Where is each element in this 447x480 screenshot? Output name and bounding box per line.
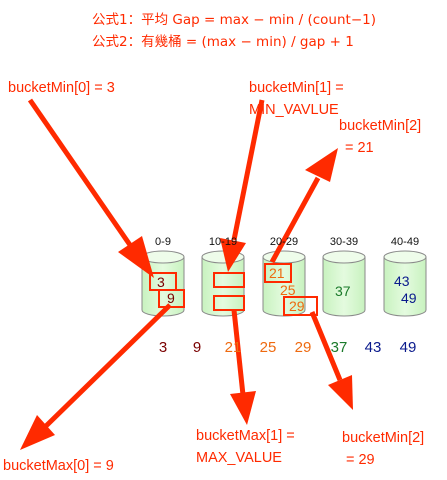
arrow-max-2	[309, 311, 353, 410]
arrow-max-0	[20, 303, 172, 450]
bucket-0-value-0: 3	[157, 274, 165, 290]
highlight-box-max-1	[213, 295, 245, 311]
bucket-2-value-0: 21	[269, 265, 285, 281]
sorted-value: 9	[192, 339, 202, 356]
bucket-2-value-1: 25	[280, 282, 296, 298]
highlight-box-min-2	[264, 263, 292, 283]
sorted-value: 21	[224, 339, 242, 356]
arrow-max-1	[230, 309, 256, 425]
arrow-min-1	[220, 99, 265, 272]
bucket-range-2: 20-29	[269, 236, 299, 248]
sorted-value: 25	[259, 339, 277, 356]
label-bucket-min-1-line1: bucketMin[1] =	[249, 80, 344, 96]
bucket-range-3: 30-39	[329, 236, 359, 248]
highlight-box-min-1	[213, 272, 245, 288]
bucket-range-0: 0-9	[155, 236, 171, 248]
bucket-4-value-0: 43	[394, 273, 410, 289]
bucket-range-1: 10-19	[208, 236, 238, 248]
formula-average-gap: 公式1：平均 Gap = max − min / (count−1)	[92, 12, 376, 28]
label-bucket-min-0: bucketMin[0] = 3	[8, 80, 115, 96]
sorted-value: 29	[294, 339, 312, 356]
bucket-4-value-1: 49	[401, 290, 417, 306]
bucket-2-value-2: 29	[289, 298, 305, 314]
bucket-0-value-1: 9	[167, 290, 175, 306]
label-bucket-min-2-line1: bucketMin[2]	[339, 118, 422, 134]
formula-bucket-count: 公式2：有幾桶 = (max − min) / gap + 1	[92, 34, 354, 50]
sorted-value: 49	[399, 339, 417, 356]
bucket-4	[383, 250, 427, 317]
bucket-0	[141, 250, 185, 317]
bucket-1	[201, 250, 245, 317]
label-bucket-max-0: bucketMax[0] = 9	[3, 458, 114, 474]
label-bucket-max-1-line2: MAX_VALUE	[196, 450, 282, 466]
label-bucket-max-2-line1: bucketMin[2]	[342, 430, 425, 446]
label-bucket-max-1-line1: bucketMax[1] =	[196, 428, 295, 444]
bucket-3-value-0: 37	[335, 283, 351, 299]
label-bucket-min-1-line2: MIN_VAVLUE	[249, 102, 339, 118]
bucket-range-4: 40-49	[390, 236, 420, 248]
highlight-box-max-2	[283, 296, 318, 316]
bucket-3	[322, 250, 366, 317]
sorted-value: 43	[364, 339, 382, 356]
label-bucket-min-2-line2: = 21	[345, 140, 374, 156]
arrow-min-2	[269, 148, 338, 264]
sorted-value: 37	[330, 339, 348, 356]
arrow-min-0	[27, 98, 154, 278]
label-bucket-max-2-line2: = 29	[346, 452, 375, 468]
sorted-value: 3	[158, 339, 168, 356]
